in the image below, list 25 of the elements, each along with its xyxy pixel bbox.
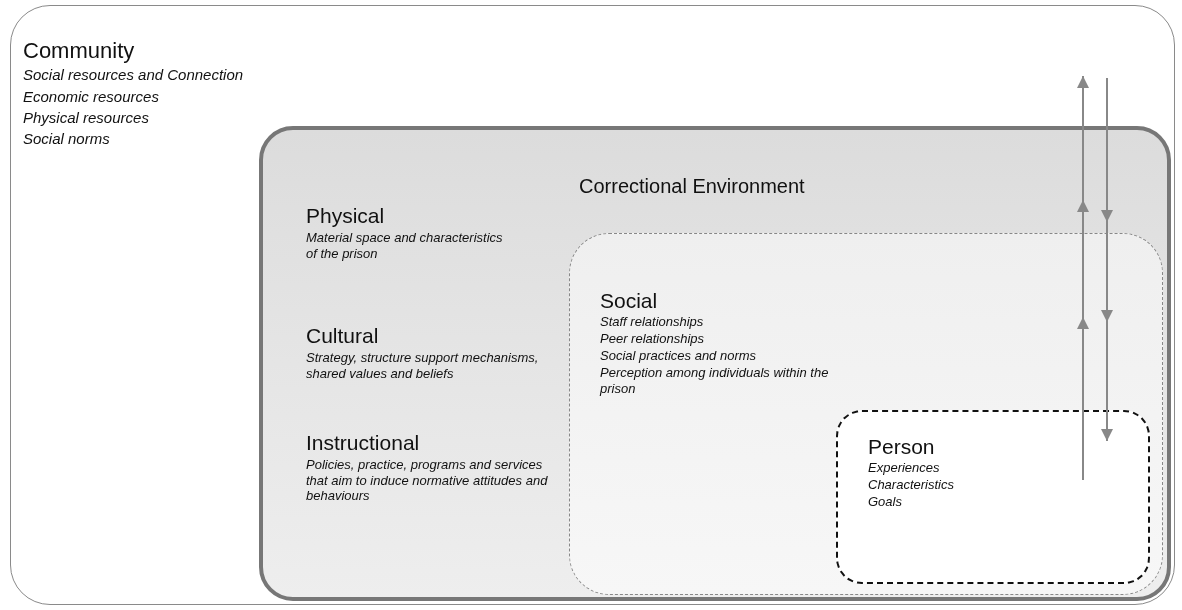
description: Perception among individuals within the prison [600,365,830,397]
list-item: Economic resources [23,88,160,106]
list-item: Staff relationships [600,314,705,330]
heading: Person [868,434,936,460]
community-box [10,5,1175,605]
description: Material space and characteristics of the prison [306,230,504,262]
list-item: Characteristics [868,477,955,493]
list-item: Goals [868,494,903,510]
environment-box [259,126,1171,601]
list-item: Physical resources [23,109,150,127]
list-item: Peer relationships [600,331,706,347]
description: Policies, practice, programs and services that aim to induce normative attitudes and behaviours [306,457,549,504]
heading: Cultural [306,323,380,349]
list-item: Social practices and norms [600,348,758,364]
list-item: Social resources and Connection [23,66,245,84]
list-item: Social norms [23,130,111,148]
heading: Social [600,288,659,314]
description: Strategy, structure support mechanisms, shared values and beliefs [306,350,540,382]
person-box [836,410,1150,584]
social-box [569,233,1163,595]
list-item: Experiences [868,460,941,476]
heading: Instructional [306,430,421,456]
heading: Correctional Environment [579,174,806,198]
heading: Physical [306,203,386,229]
heading: Community [23,38,136,65]
